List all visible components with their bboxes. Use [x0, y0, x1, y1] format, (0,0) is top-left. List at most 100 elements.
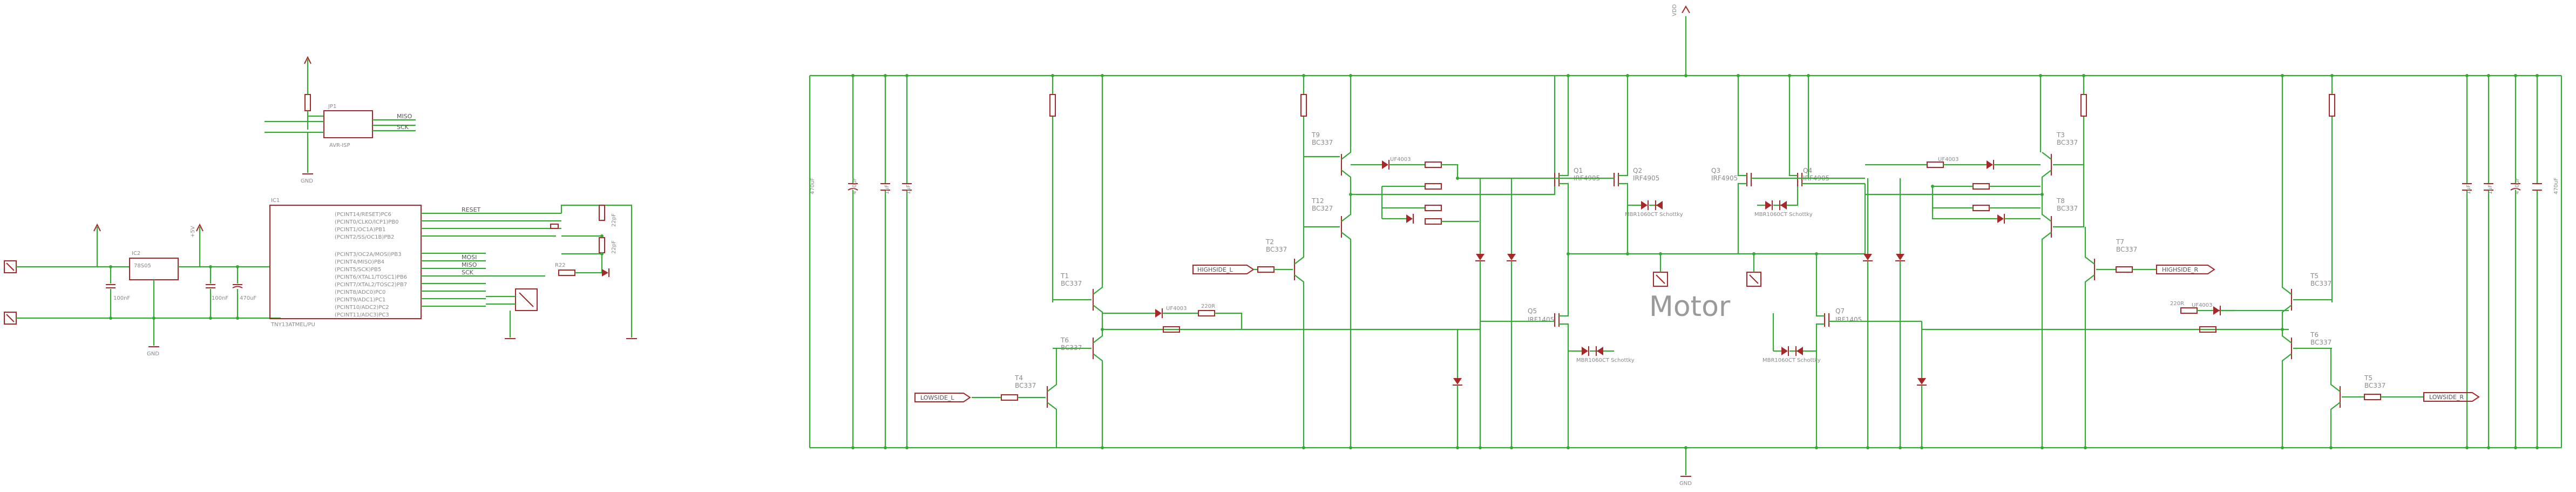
bulk-caps-right: 1uF 1uF 470uF 470uF [2462, 74, 2559, 449]
net-highside-l-label: HIGHSIDE_L [1197, 266, 1233, 273]
schottky-bot-r: MBR1060CT Schottky [1762, 358, 1821, 363]
ic1-pin-pc0: (PCINT8/ADC0)PC0 [335, 289, 385, 295]
q7-value: IRF1405 [1835, 316, 1862, 323]
t9-value: BC337 [1312, 139, 1333, 146]
r-q1-gate-2 [1425, 183, 1442, 190]
r-q1-gate-4 [1425, 218, 1442, 225]
t6-label: T6 [1060, 336, 1069, 344]
t1-label: T1 [1060, 272, 1069, 280]
t11-label: T5 [2364, 374, 2372, 382]
right-low-mosfet: Q7 IRF1405 MBR1060CT Schottky [1762, 252, 1922, 449]
uf4003-1: UF4003 [1166, 306, 1187, 312]
crystal-q1 [599, 205, 605, 221]
q2-label: Q2 [1633, 167, 1642, 174]
t8-value: BC337 [2057, 205, 2078, 212]
right-driver-column: T3 BC337 T8 BC337 HIGHSIDE_R T7 BC337 UF… [1922, 74, 2480, 449]
vdd-label: VDD [1672, 4, 1678, 16]
connector-x1 [515, 288, 538, 311]
left-gate-network: UF4003 [1351, 157, 1556, 449]
ic1-value: TNY13ATMEL/PU [270, 322, 315, 328]
net-lowside-l-label: LOWSIDE_L [920, 394, 954, 401]
c-22pf-2: 22pF [611, 240, 617, 254]
c-bulk-l4: 1uF [906, 184, 912, 194]
r22-label: R22 [555, 262, 566, 268]
jp1-value: AVR-ISP [329, 143, 350, 149]
net-mosi: MOSI [462, 254, 477, 261]
r-q4-gate-1 [1927, 161, 1944, 168]
bulk-caps-left: 470uF 470uF 1uF 1uF [810, 74, 912, 449]
q5-value: IRF1405 [1528, 316, 1554, 323]
left-driver-column: T1 BC337 T6 BC337 T4 BC337 LOWSIDE_L UF4… [914, 74, 1480, 449]
t2-label: T2 [1265, 238, 1274, 246]
jp1-label: JP1 [328, 104, 336, 110]
vcc-label-1: +5V [190, 226, 196, 238]
ic1-body [269, 205, 422, 319]
c-input-label: 100nF [113, 295, 130, 301]
net-highside-l [1192, 265, 1255, 274]
net-sck-2: SCK [462, 269, 474, 276]
net-lowside-r-label: LOWSIDE_R [2429, 394, 2464, 401]
r-left-pullup [1049, 94, 1056, 117]
q2-value: IRF4905 [1633, 174, 1659, 182]
c-out1-label: 100nF [212, 295, 228, 301]
jp1-isp-header: JP1 AVR-ISP MISO SCK GND [265, 56, 416, 184]
ic1-pin-pb5: (PCINT5/SCK)PB5 [335, 267, 381, 273]
r-t11-base [2364, 394, 2381, 400]
uf4003-4: UF4003 [2192, 302, 2213, 308]
ic1-pin-pb1: (PCINT1/OC1A)PB1 [335, 227, 385, 233]
t7-label: T7 [2116, 238, 2124, 246]
c-bulk-l3: 1uF [884, 184, 890, 194]
net-miso-1: MISO [397, 113, 412, 120]
ic1-pin-pb6: (PCINT6/XTAL1/TOSC1)PB6 [335, 274, 407, 280]
t8-label: T8 [2056, 197, 2065, 205]
r-t9-pullup [1300, 94, 1307, 117]
ic1-pin-pb3: (PCINT3/OC2A/MOSI)PB3 [335, 252, 402, 258]
r-right-pullup [2329, 94, 2335, 117]
c-bulk-r2: 1uF [2487, 184, 2493, 194]
ic1-pin-pb2: (PCINT2/SS/OC1B)PB2 [335, 234, 394, 240]
r-t1-gate [1198, 310, 1215, 316]
net-lowside-l [914, 393, 971, 402]
t7-value: BC337 [2116, 246, 2137, 253]
t10-value: BC337 [2310, 339, 2331, 346]
c-out2-label: 470uF [240, 295, 256, 301]
ic1-pin-pb4: (PCINT4/MISO)PB4 [335, 259, 384, 265]
q5-label: Q5 [1528, 307, 1537, 315]
ic2-value: 78S05 [134, 263, 151, 269]
q4-label: Q4 [1803, 167, 1812, 174]
motor-label: Motor [1649, 291, 1731, 323]
ic1-microcontroller: IC1 TNY13ATMEL/PU (PCINT14/RESET)PC6 (PC… [269, 198, 637, 339]
net-sck-1: SCK [397, 124, 409, 131]
uf4003-3: UF4003 [1938, 157, 1959, 163]
schottky-bot-l: MBR1060CT Schottky [1576, 358, 1635, 363]
right-gate-network: UF4003 [1863, 157, 2041, 449]
r220-2: 220R [2170, 301, 2184, 307]
r22-resistor [558, 269, 575, 276]
t4-value: BC337 [1015, 382, 1036, 389]
gnd-label-2: GND [301, 178, 313, 184]
ic1-pin-pb7: (PCINT7/XTAL2/TOSC2)PB7 [335, 282, 407, 288]
r-t7-base [2116, 266, 2133, 273]
q7-label: Q7 [1835, 307, 1845, 315]
gnd-label-1: GND [147, 351, 159, 357]
t10-label: T6 [2310, 331, 2319, 339]
t9-label: T9 [1311, 131, 1320, 139]
r-isp [304, 94, 311, 111]
q1-label: Q1 [1574, 167, 1583, 174]
r-q4-gate-3 [1972, 205, 1990, 211]
left-low-mosfet: IRF1405 Q5 MBR1060CT Schottky [1480, 252, 1635, 449]
ic2-regulator [129, 258, 179, 280]
r-t10-gate [2199, 326, 2216, 333]
r-t2-base [1257, 266, 1275, 273]
schottky-top-r: MBR1060CT Schottky [1754, 212, 1813, 218]
c-bulk-l2: 470uF [852, 178, 858, 194]
ic1-pin-pc1: (PCINT9/ADC1)PC1 [335, 297, 385, 303]
q3-label: Q3 [1711, 167, 1720, 174]
t4-label: T4 [1014, 374, 1023, 382]
power-input-section: 100nF IC2 78S05 100nF 470uF +5V GND [4, 223, 281, 357]
t11-value: BC337 [2364, 382, 2385, 389]
t6-value: BC337 [1061, 344, 1082, 352]
h-bridge-rails: VDD GND [809, 4, 2563, 487]
c-bulk-l1: 470uF [810, 178, 816, 194]
schottky-top-l: MBR1060CT Schottky [1625, 212, 1683, 218]
